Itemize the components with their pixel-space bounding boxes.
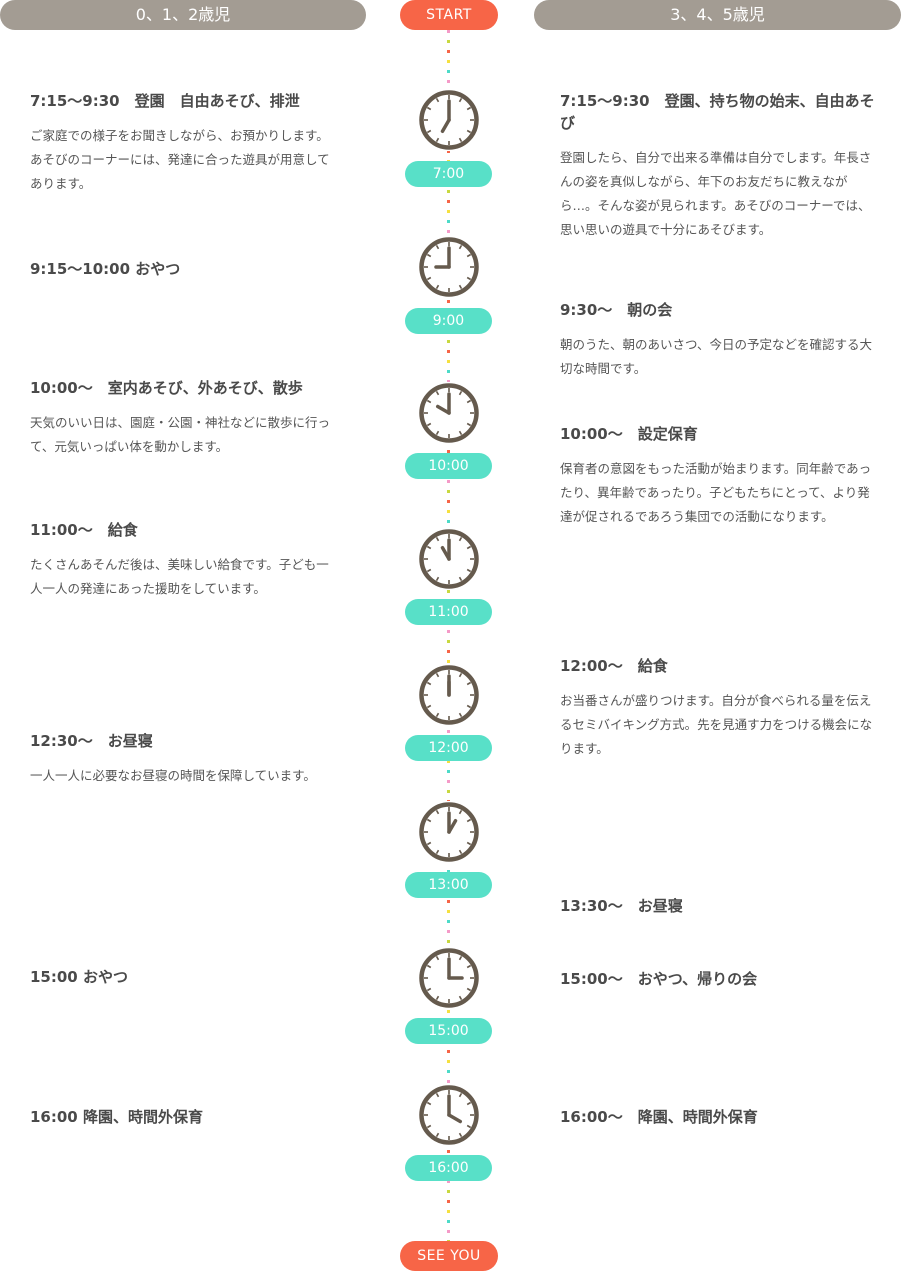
schedule-item-title: 13:30〜 お昼寝 bbox=[560, 897, 683, 915]
clock-icon bbox=[418, 1084, 480, 1146]
clock-icon bbox=[418, 89, 480, 151]
time-label: 13:00 bbox=[405, 872, 492, 898]
schedule-item-title: 11:00〜 給食 bbox=[30, 521, 138, 539]
time-label: 15:00 bbox=[405, 1018, 492, 1044]
schedule-item-text: 天気のいい日は、園庭・公園・神社などに散歩に行って、元気いっぱい体を動かします。 bbox=[30, 415, 331, 454]
clock-icon bbox=[418, 947, 480, 1009]
schedule-item-title: 10:00〜 設定保育 bbox=[560, 425, 698, 443]
schedule-item-text: ご家庭での様子をお聞きしながら、お預かりします。あそびのコーナーには、発達に合っ… bbox=[30, 128, 330, 191]
time-label: 7:00 bbox=[405, 161, 492, 187]
schedule-item-title: 12:00〜 給食 bbox=[560, 657, 668, 675]
time-label: 16:00 bbox=[405, 1155, 492, 1181]
time-label: 9:00 bbox=[405, 308, 492, 334]
schedule-item-text: 朝のうた、朝のあいさつ、今日の予定などを確認する大切な時間です。 bbox=[560, 337, 873, 376]
schedule-item: 10:00〜 室内あそび、外あそび、散歩天気のいい日は、園庭・公園・神社などに散… bbox=[30, 377, 340, 459]
timeline-dotted-line bbox=[447, 30, 450, 1242]
clock-icon bbox=[418, 528, 480, 590]
clock-icon bbox=[418, 382, 480, 444]
schedule-item-title: 9:15〜10:00 おやつ bbox=[30, 260, 181, 278]
schedule-item-title: 16:00〜 降園、時間外保育 bbox=[560, 1108, 758, 1126]
schedule-item-title: 10:00〜 室内あそび、外あそび、散歩 bbox=[30, 379, 303, 397]
schedule-item-text: たくさんあそんだ後は、美味しい給食です。子ども一人一人の発達にあった援助をしてい… bbox=[30, 557, 329, 596]
header-age-3-5: 3、4、5歳児 bbox=[534, 0, 901, 30]
schedule-item: 9:15〜10:00 おやつ bbox=[30, 258, 340, 292]
start-badge: START bbox=[400, 0, 498, 30]
header-age-0-2: 0、1、2歳児 bbox=[0, 0, 366, 30]
schedule-item: 16:00 降園、時間外保育 bbox=[30, 1106, 340, 1140]
see-you-badge: SEE YOU bbox=[400, 1241, 498, 1271]
clock-icon bbox=[418, 664, 480, 726]
clock-icon bbox=[418, 801, 480, 863]
time-label: 12:00 bbox=[405, 735, 492, 761]
schedule-item-title: 16:00 降園、時間外保育 bbox=[30, 1108, 203, 1126]
schedule-item: 10:00〜 設定保育保育者の意図をもった活動が始まります。同年齢であったり、異… bbox=[560, 423, 880, 529]
schedule-item-text: 保育者の意図をもった活動が始まります。同年齢であったり、異年齢であったり。子ども… bbox=[560, 461, 872, 524]
schedule-item-title: 15:00 おやつ bbox=[30, 968, 128, 986]
schedule-item: 12:00〜 給食お当番さんが盛りつけます。自分が食べられる量を伝えるセミバイキ… bbox=[560, 655, 880, 761]
time-label: 10:00 bbox=[405, 453, 492, 479]
schedule-item: 12:30〜 お昼寝一人一人に必要なお昼寝の時間を保障しています。 bbox=[30, 730, 340, 788]
schedule-item-title: 7:15〜9:30 登園、持ち物の始末、自由あそび bbox=[560, 92, 875, 132]
schedule-item: 13:30〜 お昼寝 bbox=[560, 895, 880, 929]
schedule-item-title: 7:15〜9:30 登園 自由あそび、排泄 bbox=[30, 92, 300, 110]
schedule-item-title: 12:30〜 お昼寝 bbox=[30, 732, 153, 750]
schedule-item: 7:15〜9:30 登園、持ち物の始末、自由あそび登園したら、自分で出来る準備は… bbox=[560, 90, 880, 242]
schedule-item: 16:00〜 降園、時間外保育 bbox=[560, 1106, 880, 1140]
schedule-item-text: 一人一人に必要なお昼寝の時間を保障しています。 bbox=[30, 768, 316, 783]
schedule-item: 11:00〜 給食たくさんあそんだ後は、美味しい給食です。子ども一人一人の発達に… bbox=[30, 519, 340, 601]
schedule-item-text: お当番さんが盛りつけます。自分が食べられる量を伝えるセミバイキング方式。先を見通… bbox=[560, 693, 873, 756]
time-label: 11:00 bbox=[405, 599, 492, 625]
schedule-item-title: 15:00〜 おやつ、帰りの会 bbox=[560, 970, 758, 988]
schedule-item: 7:15〜9:30 登園 自由あそび、排泄ご家庭での様子をお聞きしながら、お預か… bbox=[30, 90, 340, 196]
schedule-item: 15:00〜 おやつ、帰りの会 bbox=[560, 968, 880, 1002]
schedule-item-title: 9:30〜 朝の会 bbox=[560, 301, 673, 319]
schedule-item: 15:00 おやつ bbox=[30, 966, 340, 1000]
schedule-item-text: 登園したら、自分で出来る準備は自分でします。年長さんの姿を真似しながら、年下のお… bbox=[560, 150, 872, 237]
clock-icon bbox=[418, 236, 480, 298]
schedule-item: 9:30〜 朝の会朝のうた、朝のあいさつ、今日の予定などを確認する大切な時間です… bbox=[560, 299, 880, 381]
